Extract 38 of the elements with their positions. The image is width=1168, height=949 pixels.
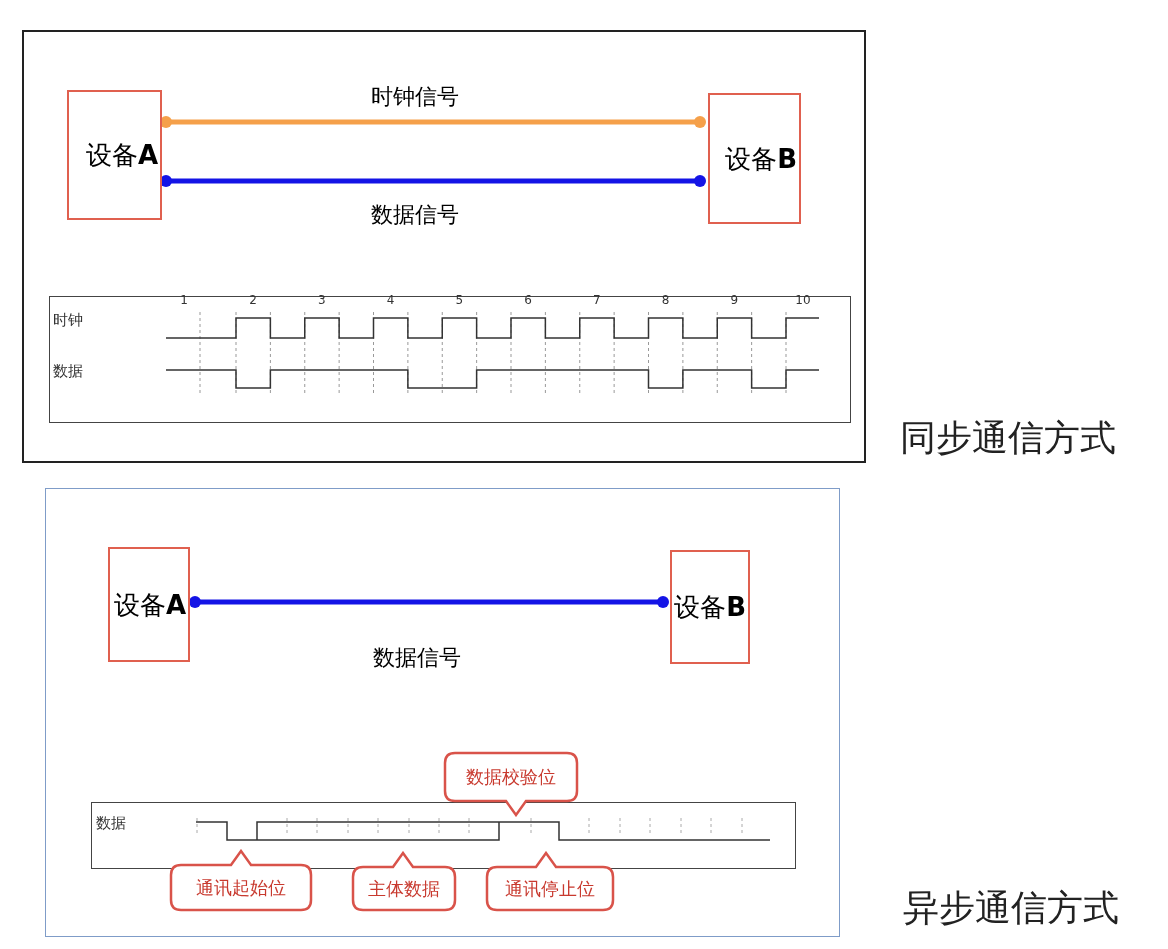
clock-number: 1 xyxy=(179,294,189,306)
clock-number: 9 xyxy=(729,294,740,306)
clock-number: 10 xyxy=(794,294,812,306)
callout-bubble xyxy=(443,751,579,817)
panel-frame xyxy=(22,30,866,463)
device-label: 设备B xyxy=(674,594,746,620)
device-box xyxy=(108,547,190,662)
clock-number: 4 xyxy=(385,294,396,306)
edge-label: 数据信号 xyxy=(370,204,460,226)
device-label: 设备A xyxy=(85,142,158,168)
edge-label: 数据信号 xyxy=(372,647,462,669)
callout-bubble xyxy=(169,849,313,913)
waveform-box xyxy=(49,296,851,423)
signal-name: 数据 xyxy=(53,363,83,379)
panel-caption: 异步通信方式 xyxy=(903,890,1119,926)
device-box xyxy=(67,90,162,220)
device-box xyxy=(708,93,801,224)
callout-bubble xyxy=(485,851,615,913)
clock-number: 8 xyxy=(660,294,671,306)
panel-caption: 同步通信方式 xyxy=(900,420,1116,456)
clock-number: 7 xyxy=(591,294,602,306)
signal-line xyxy=(189,596,669,608)
device-label: 设备B xyxy=(725,145,797,172)
callout-text: 通讯停止位 xyxy=(504,879,596,898)
clock-number: 3 xyxy=(316,294,327,306)
signal-name: 数据 xyxy=(96,815,126,831)
panel-frame xyxy=(45,488,840,937)
callout-bubble xyxy=(351,851,457,913)
callout-text: 主体数据 xyxy=(367,879,441,898)
clock-number: 2 xyxy=(248,294,258,306)
device-box xyxy=(670,550,750,664)
clock-number: 5 xyxy=(454,294,465,306)
callout-text: 数据校验位 xyxy=(465,768,557,786)
callout-text: 通讯起始位 xyxy=(195,878,287,897)
device-label: 设备A xyxy=(113,591,186,618)
edge-label: 时钟信号 xyxy=(370,86,460,108)
clock-number: 6 xyxy=(523,294,533,306)
signal-name: 时钟 xyxy=(53,312,83,328)
